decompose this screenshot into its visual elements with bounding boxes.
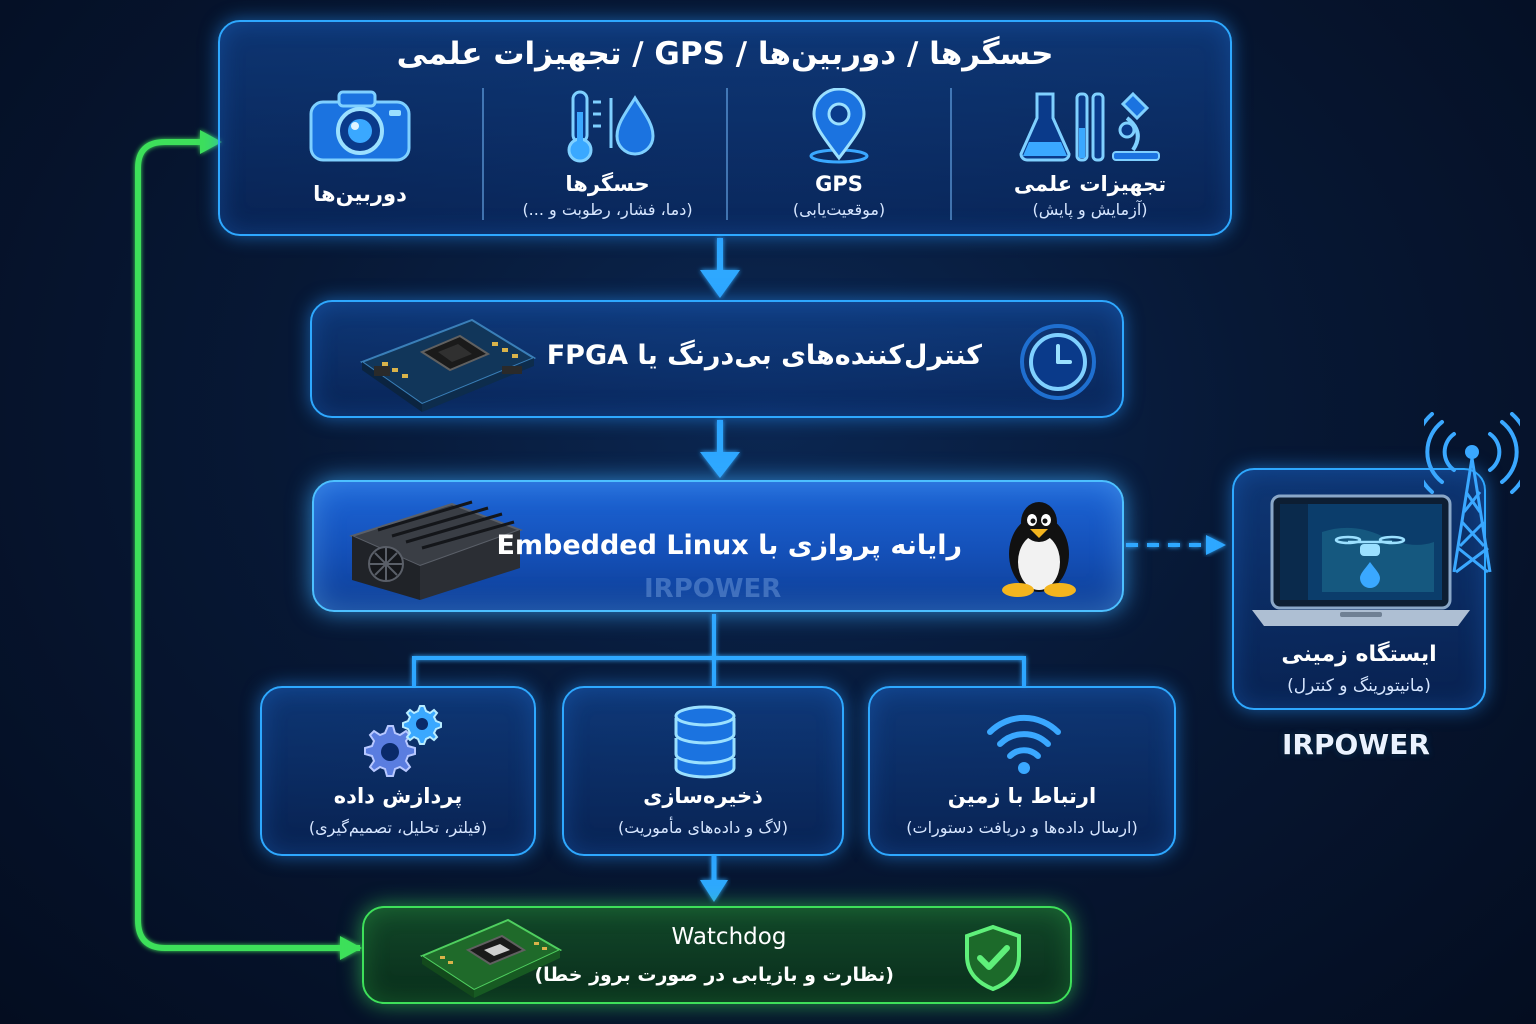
arrow-computer-to-ground: [1126, 535, 1226, 555]
flight-computer-label: رایانه پروازی با Embedded Linux: [496, 530, 962, 561]
watchdog-sub: (نظارت و بازیابی در صورت بروز خطا): [534, 964, 894, 986]
computer-module-icon: [349, 500, 523, 600]
arrow-top-to-controller: [700, 238, 740, 298]
controller-panel: کنترل‌کننده‌های بی‌درنگ یا FPGA: [310, 300, 1124, 418]
sensor-item-scientific: تجهیزات علمی (آزمایش و پایش): [960, 88, 1220, 219]
circuit-board-icon: [359, 318, 537, 412]
sensors-panel-title: حسگرها / دوربین‌ها / GPS / تجهیزات علمی: [396, 36, 1054, 72]
branch-connector: [412, 614, 1026, 686]
arrow-controller-to-computer: [700, 420, 740, 478]
ground-link-label: ارتباط با زمین: [947, 784, 1097, 808]
location-pin-icon: [809, 88, 869, 164]
scientific-label: تجهیزات علمی: [1013, 172, 1167, 196]
storage-label: ذخیره‌سازی: [643, 784, 763, 808]
module-ground-link: ارتباط با زمین (ارسال داده‌ها و دریافت د…: [868, 686, 1176, 856]
gps-sub: (موقعیت‌یابی): [792, 200, 886, 219]
processing-sub: (فیلتر، تحلیل، تصمیم‌گیری): [308, 818, 488, 837]
sensors-panel: حسگرها / دوربین‌ها / GPS / تجهیزات علمی …: [218, 20, 1232, 236]
shield-check-icon: [965, 924, 1021, 992]
arrow-storage-to-watchdog: [700, 856, 728, 902]
laptop-drone-icon: [1252, 494, 1470, 626]
sensor-item-sensors: حسگرها (دما، فشار، رطوبت و ...): [495, 88, 720, 219]
scientific-sub: (آزمایش و پایش): [1032, 200, 1148, 219]
sensors-sub: (دما، فشار، رطوبت و ...): [522, 200, 693, 219]
controller-label: کنترل‌کننده‌های بی‌درنگ یا FPGA: [546, 340, 982, 371]
gears-icon: [364, 705, 442, 777]
ground-link-sub: (ارسال داده‌ها و دریافت دستورات): [906, 818, 1138, 837]
ground-station-label: ایستگاه زمینی: [1281, 642, 1437, 667]
lab-flask-microscope-icon: [1019, 91, 1160, 162]
flight-computer-panel: رایانه پروازی با Embedded Linux IRPOWER: [312, 480, 1124, 612]
sensors-label: حسگرها: [565, 172, 650, 196]
sensor-item-gps: GPS (موقعیت‌یابی): [734, 88, 944, 219]
gps-label: GPS: [815, 172, 863, 196]
ground-station-panel: ایستگاه زمینی (مانیتورینگ و کنترل): [1232, 468, 1486, 710]
thermometer-drop-icon: [567, 90, 655, 163]
ground-station-sub: (مانیتورینگ و کنترل): [1287, 676, 1431, 696]
antenna-tower-icon: [1424, 412, 1520, 574]
linux-penguin-icon: [1002, 502, 1076, 597]
watchdog-panel: Watchdog (نظارت و بازیابی در صورت بروز خ…: [362, 906, 1072, 1004]
sensor-item-cameras: دوربین‌ها: [260, 88, 460, 206]
camera-icon: [309, 90, 411, 162]
watermark-logo-ground: IRPOWER: [1282, 728, 1430, 761]
clock-icon: [1020, 324, 1096, 400]
module-storage: ذخیره‌سازی (لاگ و داده‌های مأموریت): [562, 686, 844, 856]
watermark-logo: IRPOWER: [644, 574, 782, 604]
module-processing: پردازش داده (فیلتر، تحلیل، تصمیم‌گیری): [260, 686, 536, 856]
storage-sub: (لاگ و داده‌های مأموریت): [618, 818, 788, 837]
watchdog-loop: [135, 130, 362, 960]
watchdog-board-icon: [419, 918, 563, 998]
cameras-label: دوربین‌ها: [313, 182, 407, 206]
processing-label: پردازش داده: [333, 784, 463, 808]
watchdog-title: Watchdog: [671, 924, 787, 950]
database-icon: [674, 705, 736, 779]
wifi-icon: [987, 714, 1061, 774]
